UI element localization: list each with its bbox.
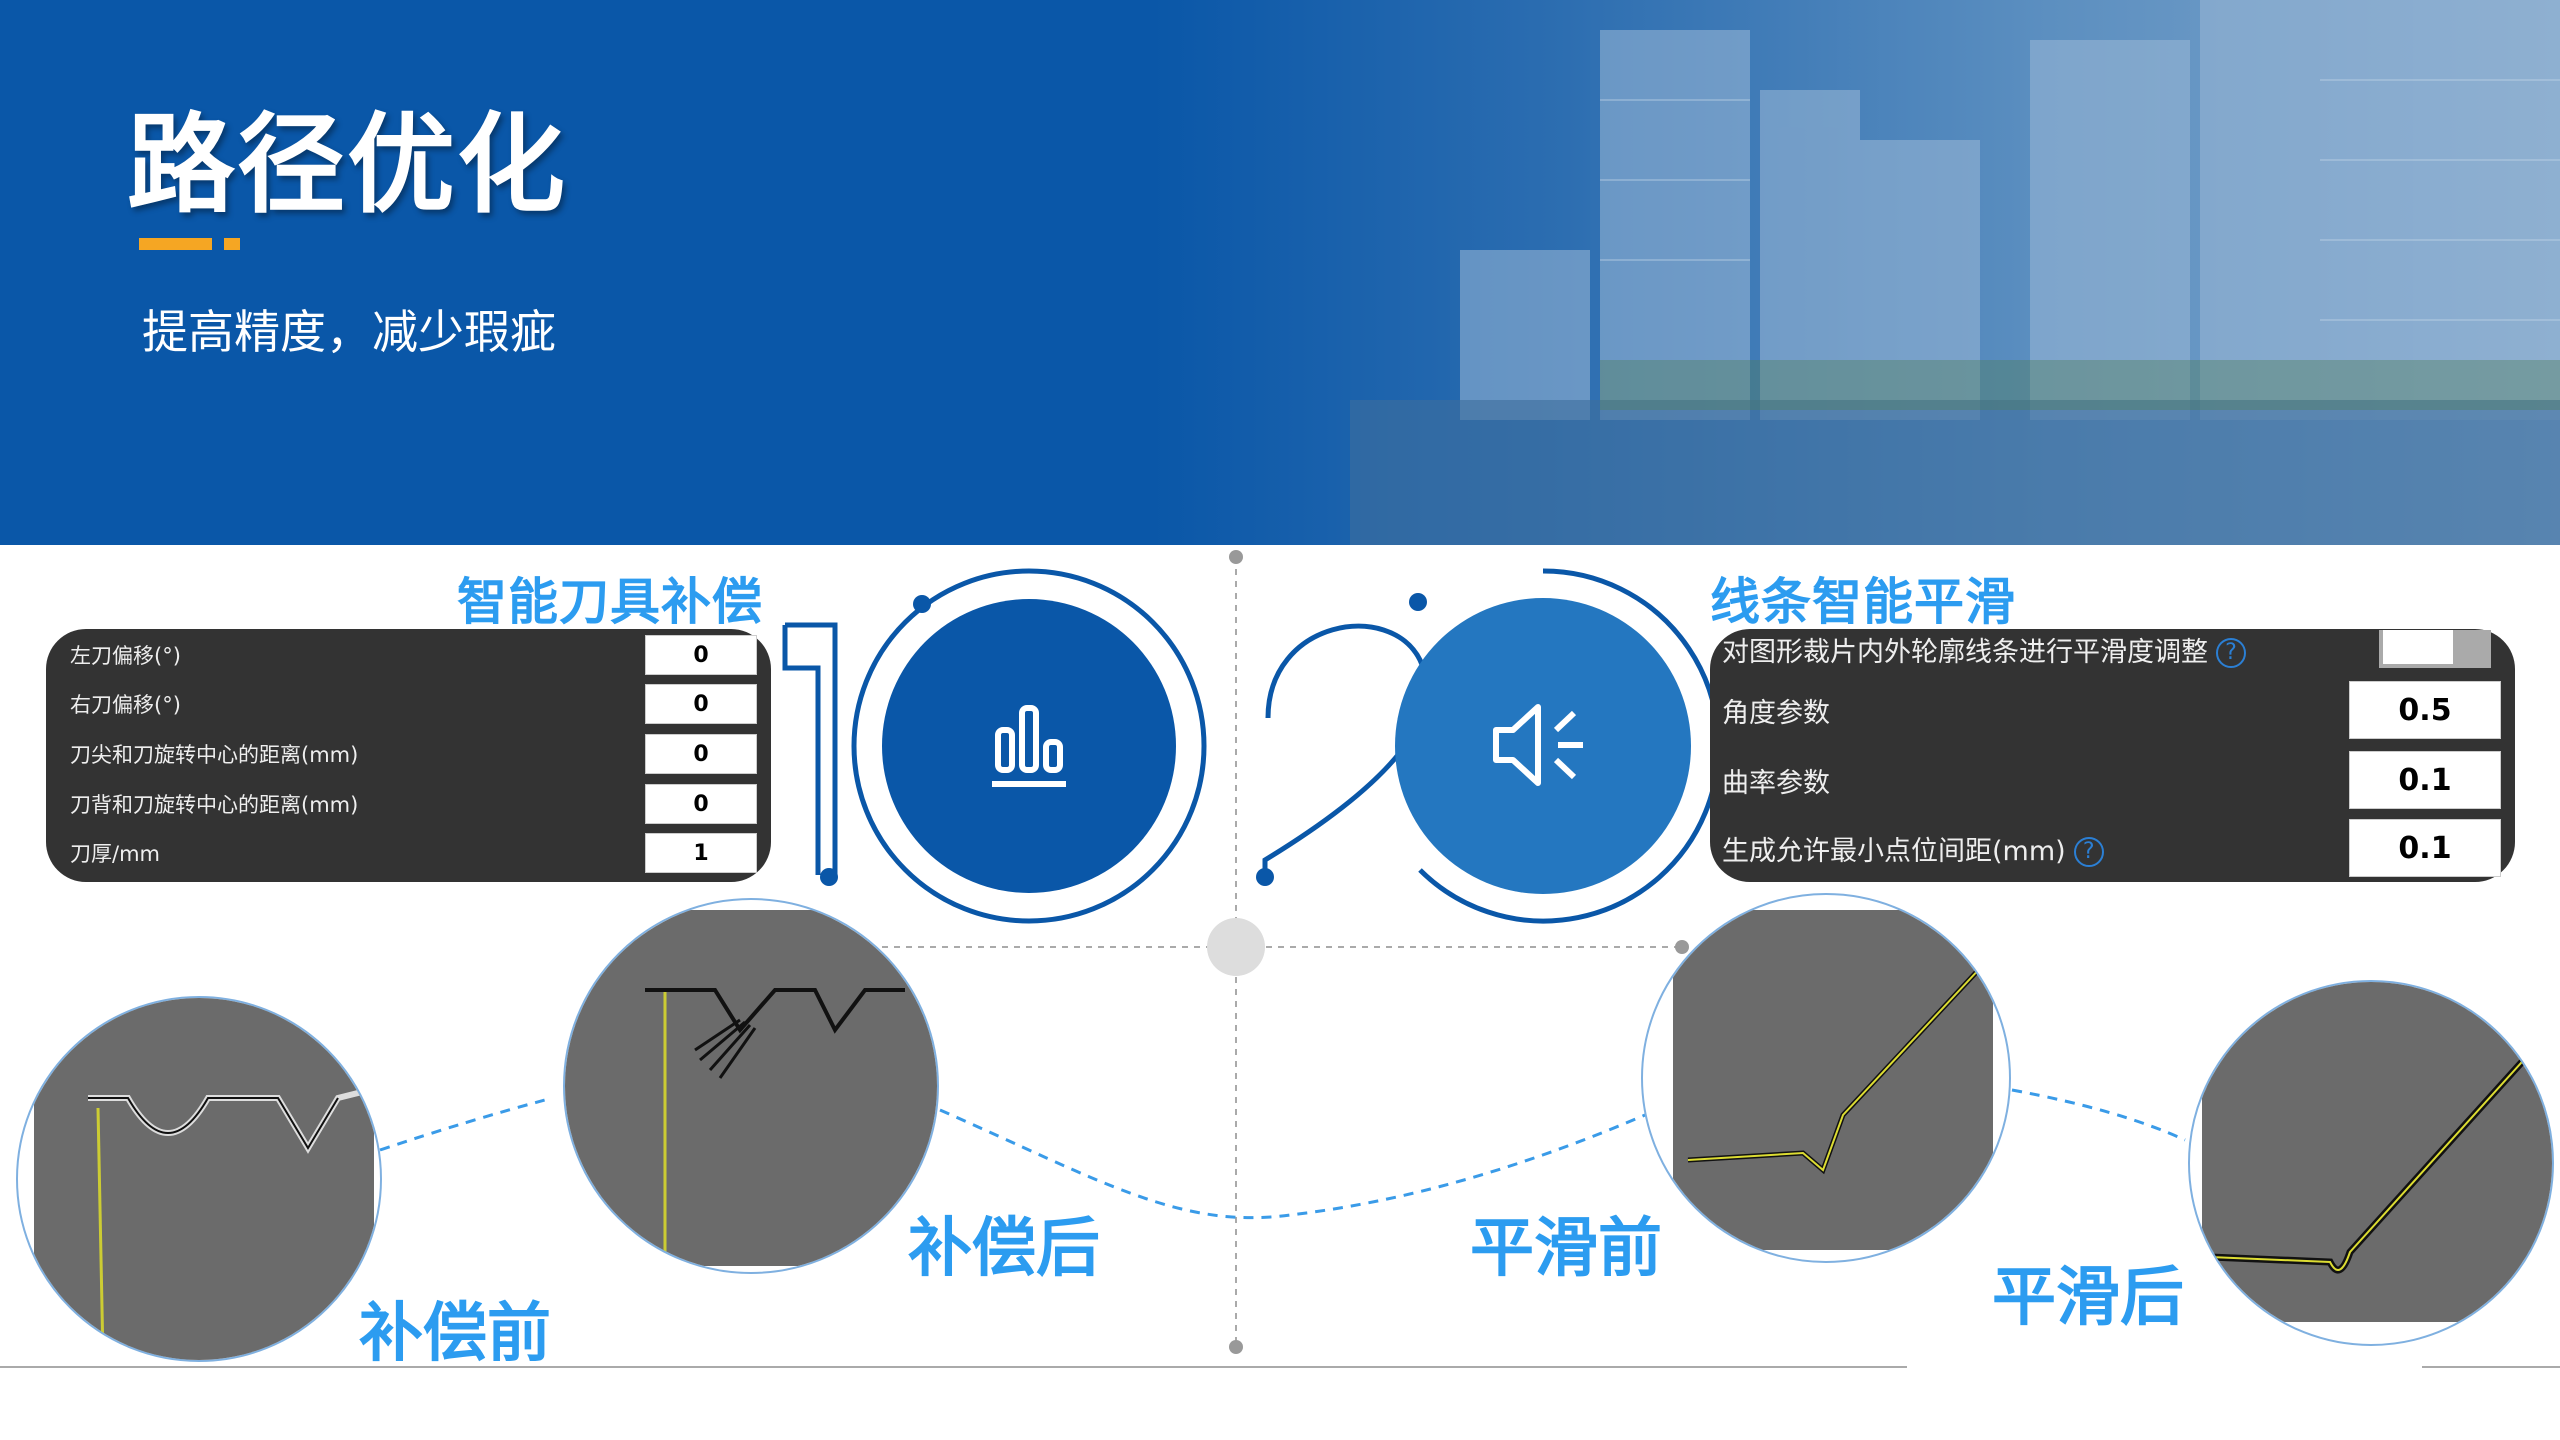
help-icon[interactable]: ? (2216, 638, 2246, 668)
smoothing-toggle[interactable] (2379, 630, 2491, 668)
left-offset-input[interactable]: 0 (645, 635, 757, 675)
toggle-row: 对图形裁片内外轮廓线条进行平滑度调整? (1722, 629, 2501, 669)
back-distance-input[interactable]: 0 (645, 784, 757, 824)
param-label: 左刀偏移(°) (70, 644, 181, 668)
curvature-param-input[interactable]: 0.1 (2349, 751, 2501, 809)
param-row: 曲率参数 0.1 (1722, 751, 2501, 809)
param-row: 左刀偏移(°) 0 (70, 635, 757, 675)
footer-divider (2422, 1366, 2560, 1368)
param-label: 刀尖和刀旋转中心的距离(mm) (70, 743, 359, 767)
smoothing-title: 线条智能平滑 (1710, 573, 2016, 631)
param-label: 角度参数 (1722, 697, 1830, 729)
param-row: 角度参数 0.5 (1722, 681, 2501, 739)
footer-divider (0, 1366, 1907, 1368)
page-subtitle: 提高精度，减少瑕疵 (142, 305, 556, 359)
param-label: 右刀偏移(°) (70, 693, 181, 717)
caption-before-compensation: 补偿前 (359, 1297, 551, 1371)
before-compensation-preview (16, 996, 382, 1362)
after-compensation-preview (563, 898, 939, 1274)
help-icon[interactable]: ? (2073, 837, 2104, 867)
param-row: 右刀偏移(°) 0 (70, 684, 757, 724)
after-smoothing-preview (2188, 980, 2554, 1346)
param-row: 生成允许最小点位间距(mm)? 0.1 (1722, 819, 2501, 877)
param-label: 生成允许最小点位间距(mm) (1722, 835, 2066, 867)
right-offset-input[interactable]: 0 (645, 684, 757, 724)
smoothing-panel: 对图形裁片内外轮廓线条进行平滑度调整? 角度参数 0.5 曲率参数 0.1 生成允许… (1710, 629, 2515, 882)
caption-before-smoothing: 平滑前 (1470, 1212, 1662, 1286)
param-label: 刀背和刀旋转中心的距离(mm) (70, 793, 359, 817)
param-label: 刀厚/mm (70, 842, 160, 866)
param-row: 刀尖和刀旋转中心的距离(mm) 0 (70, 734, 757, 774)
speaker-icon (1493, 704, 1583, 786)
page-title: 路径优化 (127, 103, 568, 228)
angle-param-input[interactable]: 0.5 (2349, 681, 2501, 739)
accent-bar (139, 238, 212, 250)
accent-dot (224, 238, 240, 250)
before-smoothing-preview (1641, 893, 2011, 1263)
compensation-panel: 左刀偏移(°) 0 右刀偏移(°) 0 刀尖和刀旋转中心的距离(mm) 0 刀背和刀旋… (46, 629, 771, 882)
toggle-label: 对图形裁片内外轮廓线条进行平滑度调整 (1722, 636, 2208, 668)
tip-distance-input[interactable]: 0 (645, 734, 757, 774)
compensation-title: 智能刀具补偿 (457, 573, 763, 631)
param-label: 曲率参数 (1722, 767, 1830, 799)
caption-after-smoothing: 平滑后 (1992, 1261, 2184, 1335)
caption-after-compensation: 补偿后 (908, 1212, 1100, 1286)
bar-chart-icon (992, 705, 1066, 787)
param-row: 刀背和刀旋转中心的距离(mm) 0 (70, 784, 757, 824)
min-spacing-input[interactable]: 0.1 (2349, 819, 2501, 877)
header-banner: 路径优化 提高精度，减少瑕疵 (0, 0, 2560, 545)
city-skyline-image (1350, 0, 2560, 545)
param-row: 刀厚/mm 1 (70, 833, 757, 873)
blade-thickness-input[interactable]: 1 (645, 833, 757, 873)
